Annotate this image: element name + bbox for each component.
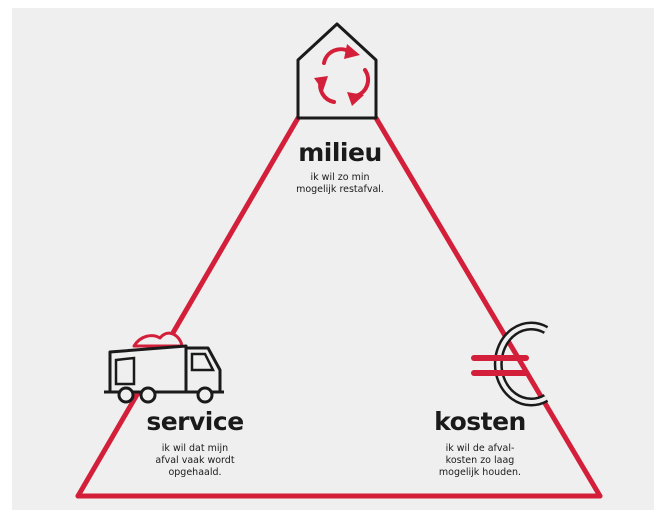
service-title: service (146, 407, 244, 436)
house-recycle-icon (296, 22, 378, 120)
garbage-truck-icon (104, 331, 224, 404)
service-description: ik wil dat mijn afval vaak wordt opgehaa… (155, 443, 235, 478)
triangle-edge-right (373, 115, 603, 499)
euro-icon (471, 321, 549, 407)
kosten-title: kosten (434, 407, 526, 436)
milieu-description: ik wil zo min mogelijk restafval. (296, 172, 384, 195)
triangle-edge-left (75, 115, 301, 499)
milieu-title: milieu (298, 138, 382, 167)
kosten-description: ik wil de afval- kosten zo laag mogelijk… (438, 443, 522, 478)
